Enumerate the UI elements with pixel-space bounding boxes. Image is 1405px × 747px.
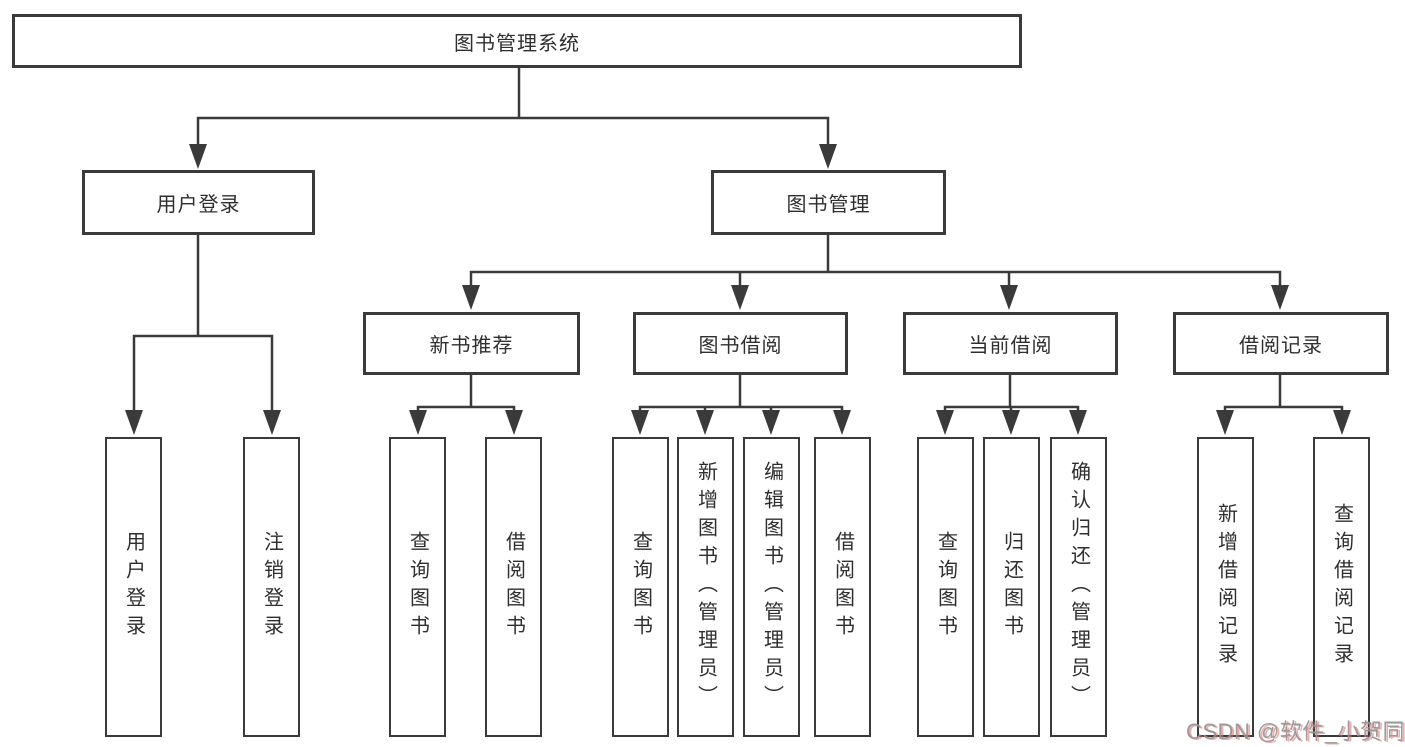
leaf-borrow-add-book-admin-label: 新增图书（管理员） [694, 461, 717, 713]
connector-records-to-leaves [1223, 373, 1344, 414]
leaf-records-add-record-label: 新增借阅记录 [1214, 503, 1237, 671]
leaf-records-query-record: 查询借阅记录 [1313, 437, 1370, 737]
leaf-borrow-query-book-label: 查询图书 [629, 531, 652, 643]
node-book-borrow-label: 图书借阅 [698, 335, 783, 357]
node-new-book-recommend-label: 新书推荐 [429, 335, 514, 357]
node-current-borrow-label: 当前借阅 [968, 335, 1053, 357]
node-borrow-records: 借阅记录 [1173, 312, 1389, 375]
node-book-management: 图书管理 [711, 170, 946, 235]
leaf-newbook-query-book-label: 查询图书 [406, 531, 429, 643]
leaf-user-login: 用户登录 [105, 437, 162, 737]
leaf-current-return-book: 归还图书 [983, 437, 1040, 737]
leaf-newbook-query-book: 查询图书 [389, 437, 446, 737]
leaf-logout: 注销登录 [243, 437, 300, 737]
leaf-borrow-add-book-admin: 新增图书（管理员） [677, 437, 734, 737]
arrowhead-icons [125, 144, 1351, 435]
leaf-current-query-book-label: 查询图书 [934, 531, 957, 643]
node-new-book-recommend: 新书推荐 [363, 312, 580, 375]
leaf-current-confirm-return-admin: 确认归还（管理员） [1050, 437, 1107, 737]
leaf-records-add-record: 新增借阅记录 [1197, 437, 1254, 737]
leaf-borrow-borrow-book: 借阅图书 [814, 437, 871, 737]
node-current-borrow: 当前借阅 [903, 312, 1118, 375]
leaf-current-confirm-return-admin-label: 确认归还（管理员） [1067, 461, 1090, 713]
leaf-records-query-record-label: 查询借阅记录 [1330, 503, 1353, 671]
connector-current-to-leaves [943, 373, 1080, 414]
connector-borrow-to-leaves [638, 373, 844, 414]
leaf-borrow-edit-book-admin-label: 编辑图书（管理员） [760, 461, 783, 713]
leaf-newbook-borrow-book: 借阅图书 [485, 437, 542, 737]
leaf-newbook-borrow-book-label: 借阅图书 [502, 531, 525, 643]
csdn-watermark: CSDN @软件_小贺同学 [1186, 719, 1405, 744]
leaf-borrow-edit-book-admin: 编辑图书（管理员） [743, 437, 800, 737]
connector-userlogin-to-leaves [132, 233, 274, 414]
leaf-borrow-borrow-book-label: 借阅图书 [831, 531, 854, 643]
node-book-borrow: 图书借阅 [633, 312, 848, 375]
node-book-management-label: 图书管理 [786, 194, 871, 216]
connector-newbook-to-leaves [416, 373, 516, 414]
node-library-system: 图书管理系统 [12, 14, 1022, 68]
leaf-current-return-book-label: 归还图书 [1000, 531, 1023, 643]
node-user-login-label: 用户登录 [156, 194, 241, 216]
leaf-borrow-query-book: 查询图书 [612, 437, 669, 737]
leaf-current-query-book: 查询图书 [917, 437, 974, 737]
connector-bookmgmt-to-level3 [469, 233, 1282, 290]
node-library-system-label: 图书管理系统 [454, 32, 580, 55]
node-user-login: 用户登录 [82, 170, 315, 235]
leaf-logout-label: 注销登录 [260, 531, 283, 643]
connector-root-to-level2 [196, 66, 830, 152]
node-borrow-records-label: 借阅记录 [1239, 335, 1323, 357]
leaf-user-login-label: 用户登录 [122, 531, 145, 643]
